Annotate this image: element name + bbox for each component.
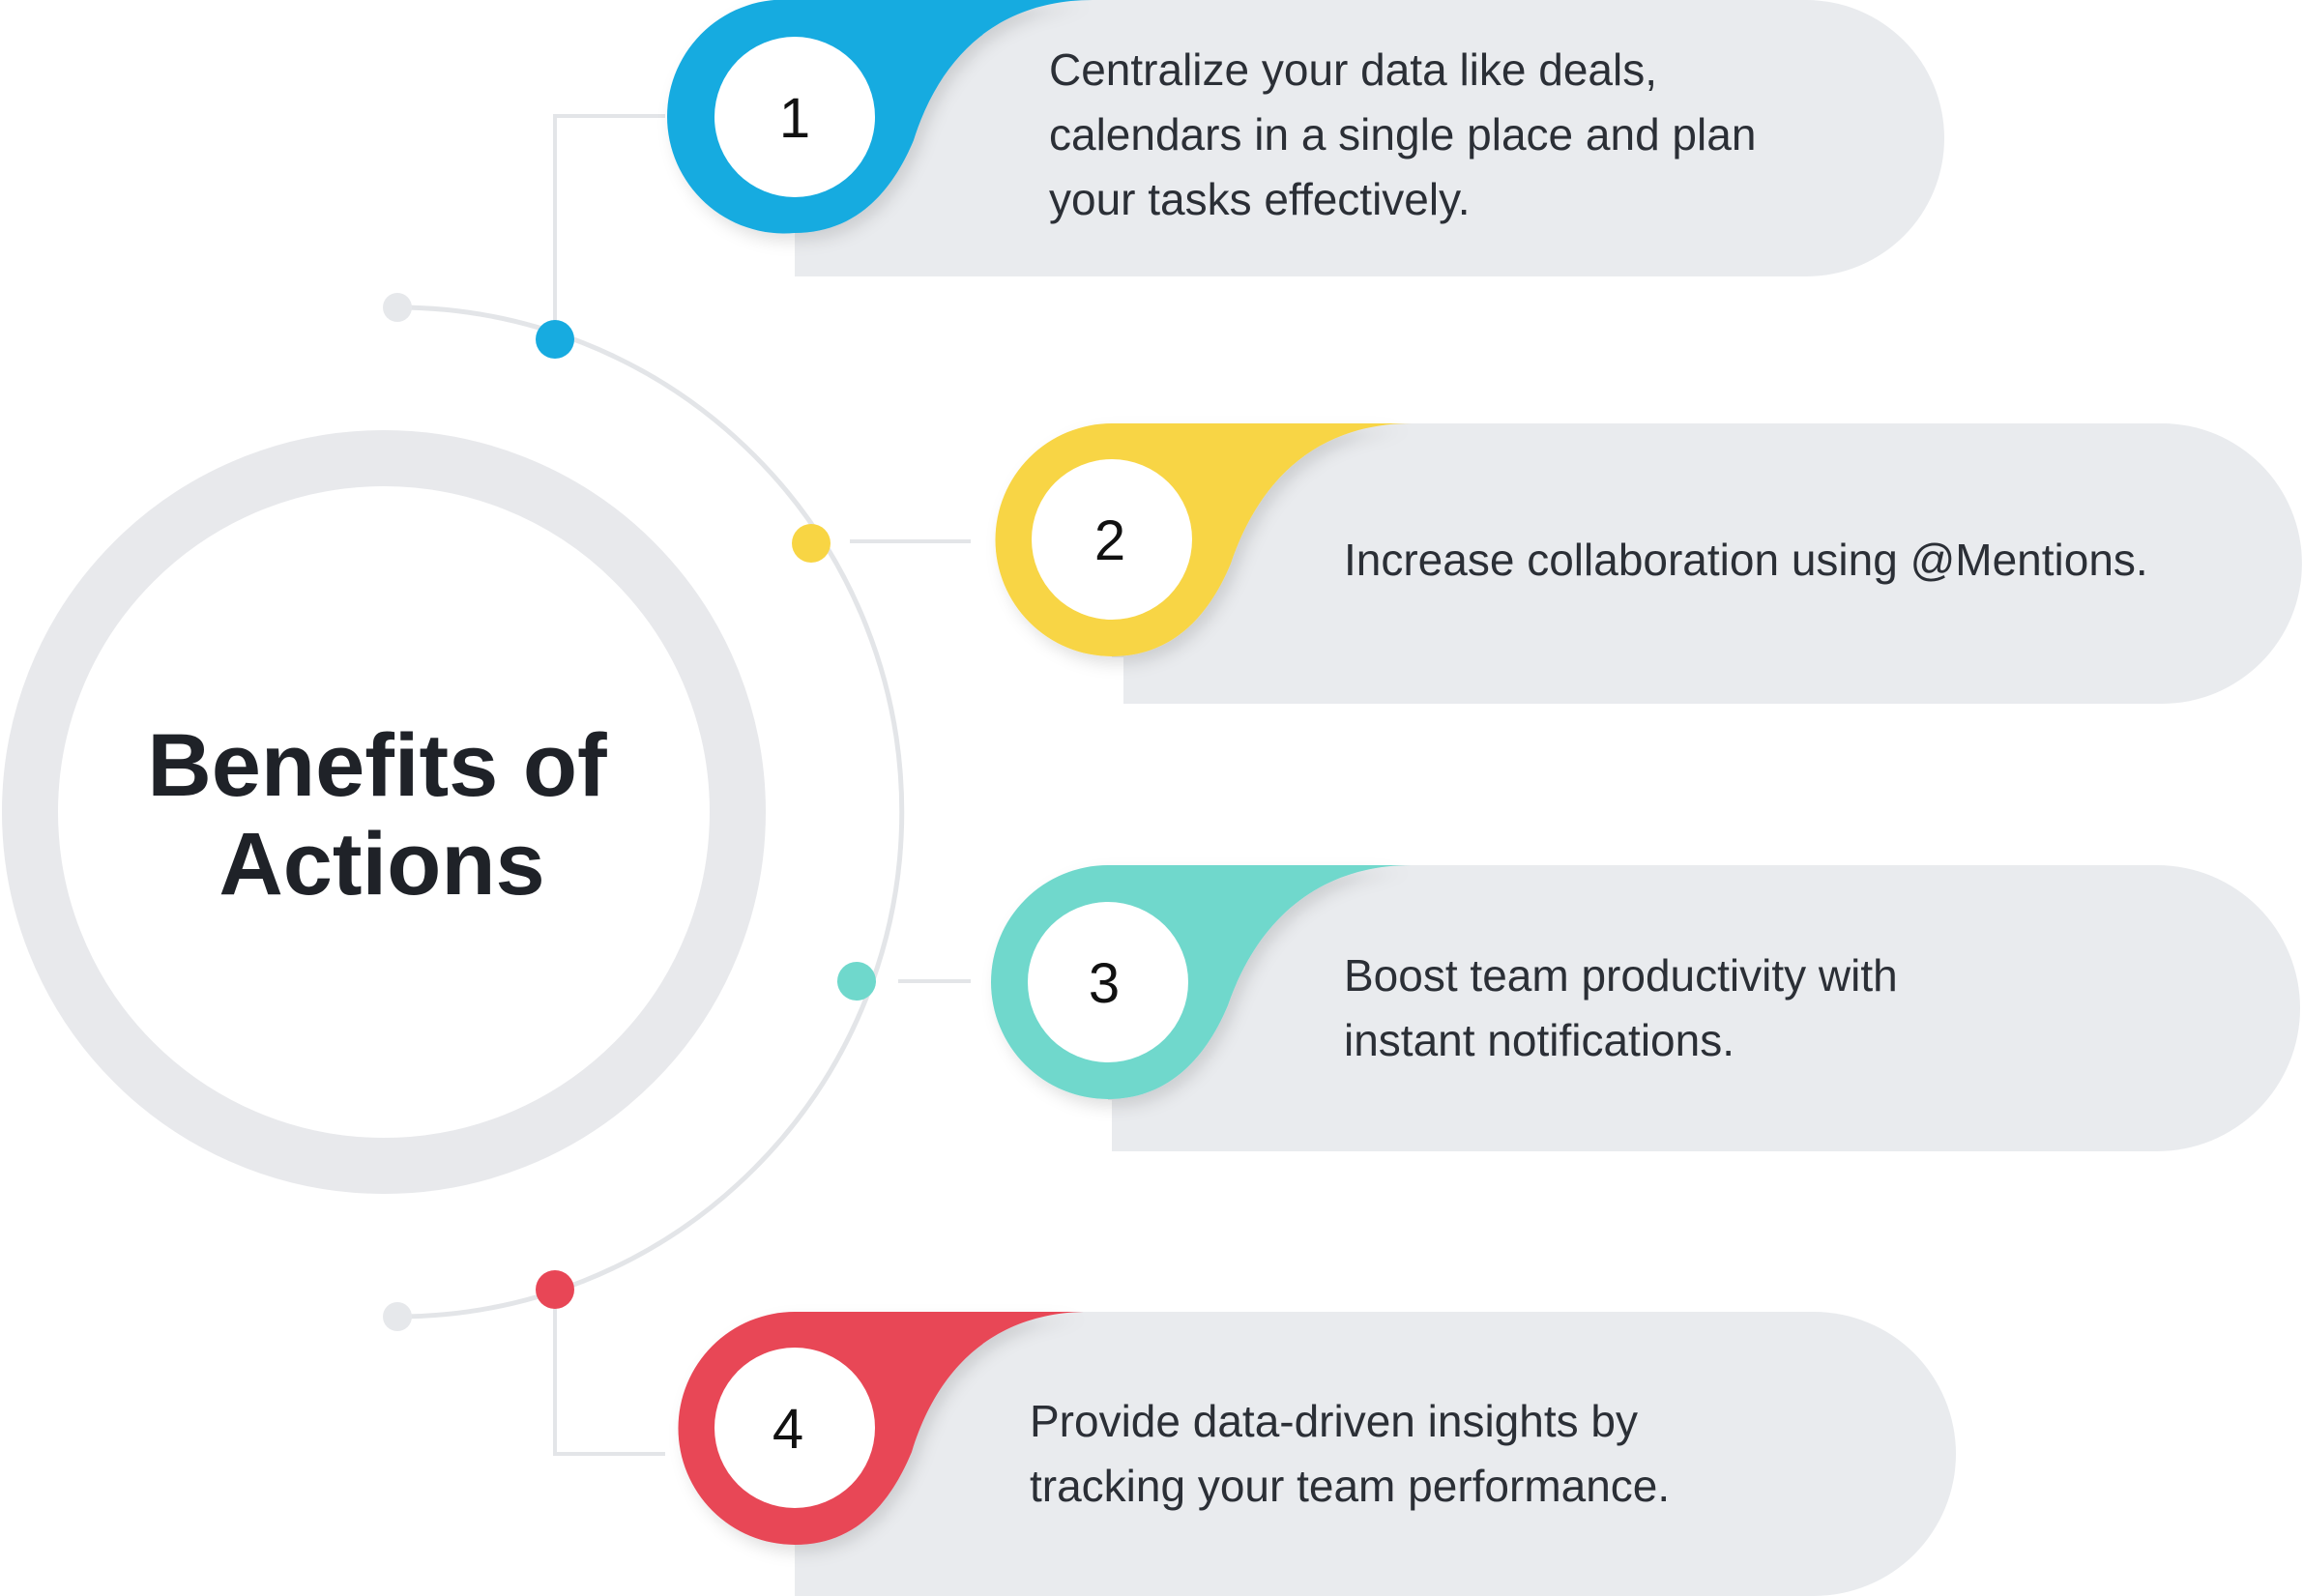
benefit-2-number: 2 [1094,509,1125,572]
title-line-1: Benefits of [147,716,607,815]
arc-marker-2 [792,524,831,563]
benefit-3-panel [1108,865,2300,1151]
benefit-2-number-badge [1032,459,1192,620]
benefit-4-text-line-1: Provide data-driven insights by [1030,1396,1638,1446]
benefit-1-panel [795,0,1944,276]
benefit-item-3: 3 Boost team productivity with instant n… [991,865,2300,1151]
benefit-item-1: 1 Centralize your data like deals, calen… [667,0,1944,276]
benefit-3-number: 3 [1089,952,1120,1015]
benefit-1-number-badge [714,37,875,197]
benefit-3-number-badge [1028,902,1188,1062]
connectors [553,114,971,1456]
arc-path [396,305,905,1320]
benefit-4-text-line-2: tracking your team performance. [1030,1461,1670,1511]
arc-end-dot [383,1302,412,1331]
arc-marker-4 [536,1270,574,1309]
benefit-2-panel [1112,423,2302,704]
arc-start-dot [383,293,412,322]
central-title-ring: Benefits of Actions [2,430,766,1194]
title-ring [2,430,766,1194]
benefit-4-panel [795,1312,1956,1596]
benefit-item-4: 4 Provide data-driven insights by tracki… [678,1312,1956,1596]
benefit-4-number: 4 [773,1398,803,1461]
benefit-3-text-line-2: instant notifications. [1344,1015,1735,1065]
arc-marker-3 [837,962,876,1001]
arc-marker-1 [536,320,574,359]
benefit-2-text-line-1: Increase collaboration using @Mentions. [1344,535,2148,585]
timeline-arc [383,293,905,1331]
benefit-3-text-line-1: Boost team productivity with [1344,950,1898,1001]
benefit-1-text-line-2: calendars in a single place and plan [1049,109,1756,160]
arc-markers [536,320,876,1309]
benefit-4-number-badge [714,1348,875,1508]
benefit-item-2: 2 Increase collaboration using @Mentions… [995,423,2302,704]
connector-4 [553,1290,665,1456]
title-line-2: Actions [219,815,544,914]
connector-1 [553,114,665,339]
benefit-1-text-line-1: Centralize your data like deals, [1049,44,1657,95]
benefit-1-number: 1 [779,87,810,150]
benefit-1-text-line-3: your tasks effectively. [1049,174,1470,224]
